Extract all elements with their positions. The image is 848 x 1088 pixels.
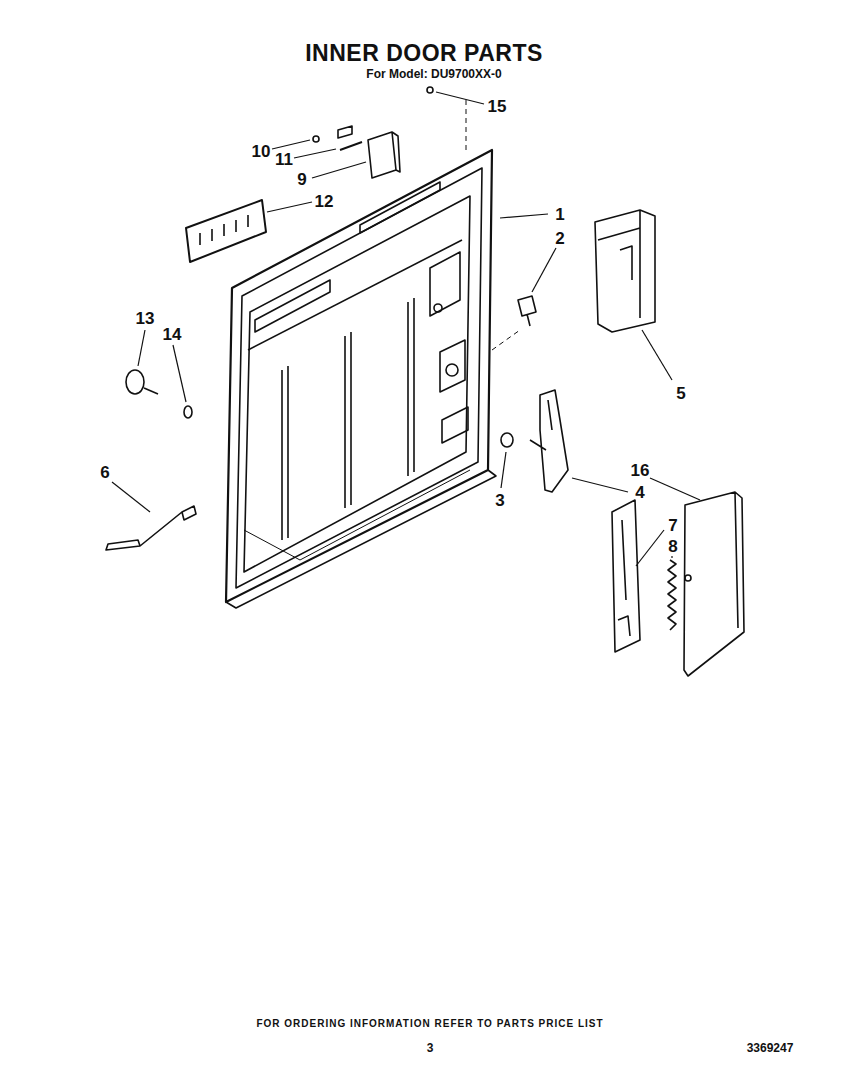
callout-number: 8 [668, 538, 677, 555]
door-rib [408, 298, 414, 476]
door-bracket [442, 407, 468, 443]
vent-shape [186, 200, 266, 262]
screw-shape [313, 136, 319, 142]
part-6-wire [106, 506, 196, 550]
callout-number: 2 [555, 230, 564, 247]
leader-line [501, 452, 506, 488]
cover-shape [368, 132, 400, 178]
part-9-cover [368, 132, 400, 178]
callout-number: 4 [635, 484, 644, 501]
door-bottom-rib [244, 470, 470, 560]
bumper-shape [501, 433, 513, 447]
page-number: 3 [427, 1042, 434, 1054]
leader-line [532, 248, 556, 292]
callout-number: 9 [297, 171, 306, 188]
wire-shape [106, 506, 196, 550]
door-hole [434, 304, 442, 312]
washer-shape [184, 406, 192, 418]
callout-number: 6 [100, 464, 109, 481]
leader-line [500, 214, 548, 218]
latch-shape [530, 390, 568, 492]
callout-number: 10 [252, 143, 271, 160]
callout-number: 15 [488, 98, 507, 115]
part-3-bumper [501, 433, 513, 447]
callout-number: 14 [163, 326, 182, 343]
bracket-shape [612, 500, 640, 652]
dash-line [466, 100, 467, 154]
leader-line [272, 140, 310, 149]
part-13-14-knob-washer [126, 370, 192, 418]
leader-line [267, 202, 312, 212]
door-slot [255, 280, 330, 332]
door-rib [282, 366, 288, 540]
door-rib [345, 332, 351, 508]
footer-note: FOR ORDERING INFORMATION REFER TO PARTS … [256, 1019, 603, 1029]
page-title: INNER DOOR PARTS [0, 40, 848, 67]
callout-number: 12 [315, 193, 334, 210]
clip-shape [338, 126, 352, 138]
door-outline [226, 150, 492, 602]
callout-number: 5 [676, 385, 685, 402]
dash-line [492, 330, 520, 350]
leader-line [312, 162, 366, 178]
callout-number: 13 [136, 310, 155, 327]
module-shape [595, 210, 655, 332]
callout-number: 16 [631, 462, 650, 479]
vent-slots [200, 215, 248, 245]
leader-line [173, 345, 186, 402]
panel-hole [685, 575, 691, 581]
leader-line [650, 478, 700, 500]
leader-line [138, 330, 145, 366]
door-inner-frame [236, 168, 482, 588]
part-2-pin [492, 296, 536, 350]
leader-line [572, 478, 628, 492]
part-16-cover-panel [684, 492, 744, 676]
screw-shape [427, 87, 433, 93]
part-5-module [595, 210, 655, 332]
leader-line [112, 482, 150, 512]
part-7-bracket [612, 500, 640, 652]
part-4-latch [530, 390, 568, 492]
inner-door-panel [226, 150, 496, 608]
knob-shape [126, 370, 144, 394]
part-8-spring [668, 560, 676, 630]
door-edge [226, 470, 496, 608]
leader-line [642, 330, 672, 380]
door-hole [446, 364, 458, 376]
callout-number: 7 [668, 517, 677, 534]
model-subtitle: For Model: DU9700XX-0 [366, 68, 501, 80]
knob-stem [144, 388, 158, 394]
leader-line [671, 556, 672, 558]
callout-number: 11 [275, 151, 293, 168]
door-rib [248, 240, 462, 350]
door-slot [360, 182, 440, 233]
part-15-screw [427, 87, 466, 154]
rod-shape [340, 142, 362, 150]
leader-line [436, 92, 484, 104]
leader-lines [112, 92, 700, 566]
document-number: 3369247 [747, 1042, 794, 1054]
callout-number: 3 [495, 492, 504, 509]
door-recess [244, 196, 470, 572]
door-bracket [430, 252, 460, 316]
panel-shape [684, 492, 744, 676]
part-10-11-screw-clip [313, 126, 362, 150]
leader-line [636, 530, 664, 566]
leader-line [294, 149, 336, 158]
part-12-vent [186, 200, 266, 262]
spring-shape [668, 560, 676, 630]
door-bracket [440, 340, 465, 392]
callout-number: 1 [555, 206, 564, 223]
pin-shape [518, 296, 536, 326]
